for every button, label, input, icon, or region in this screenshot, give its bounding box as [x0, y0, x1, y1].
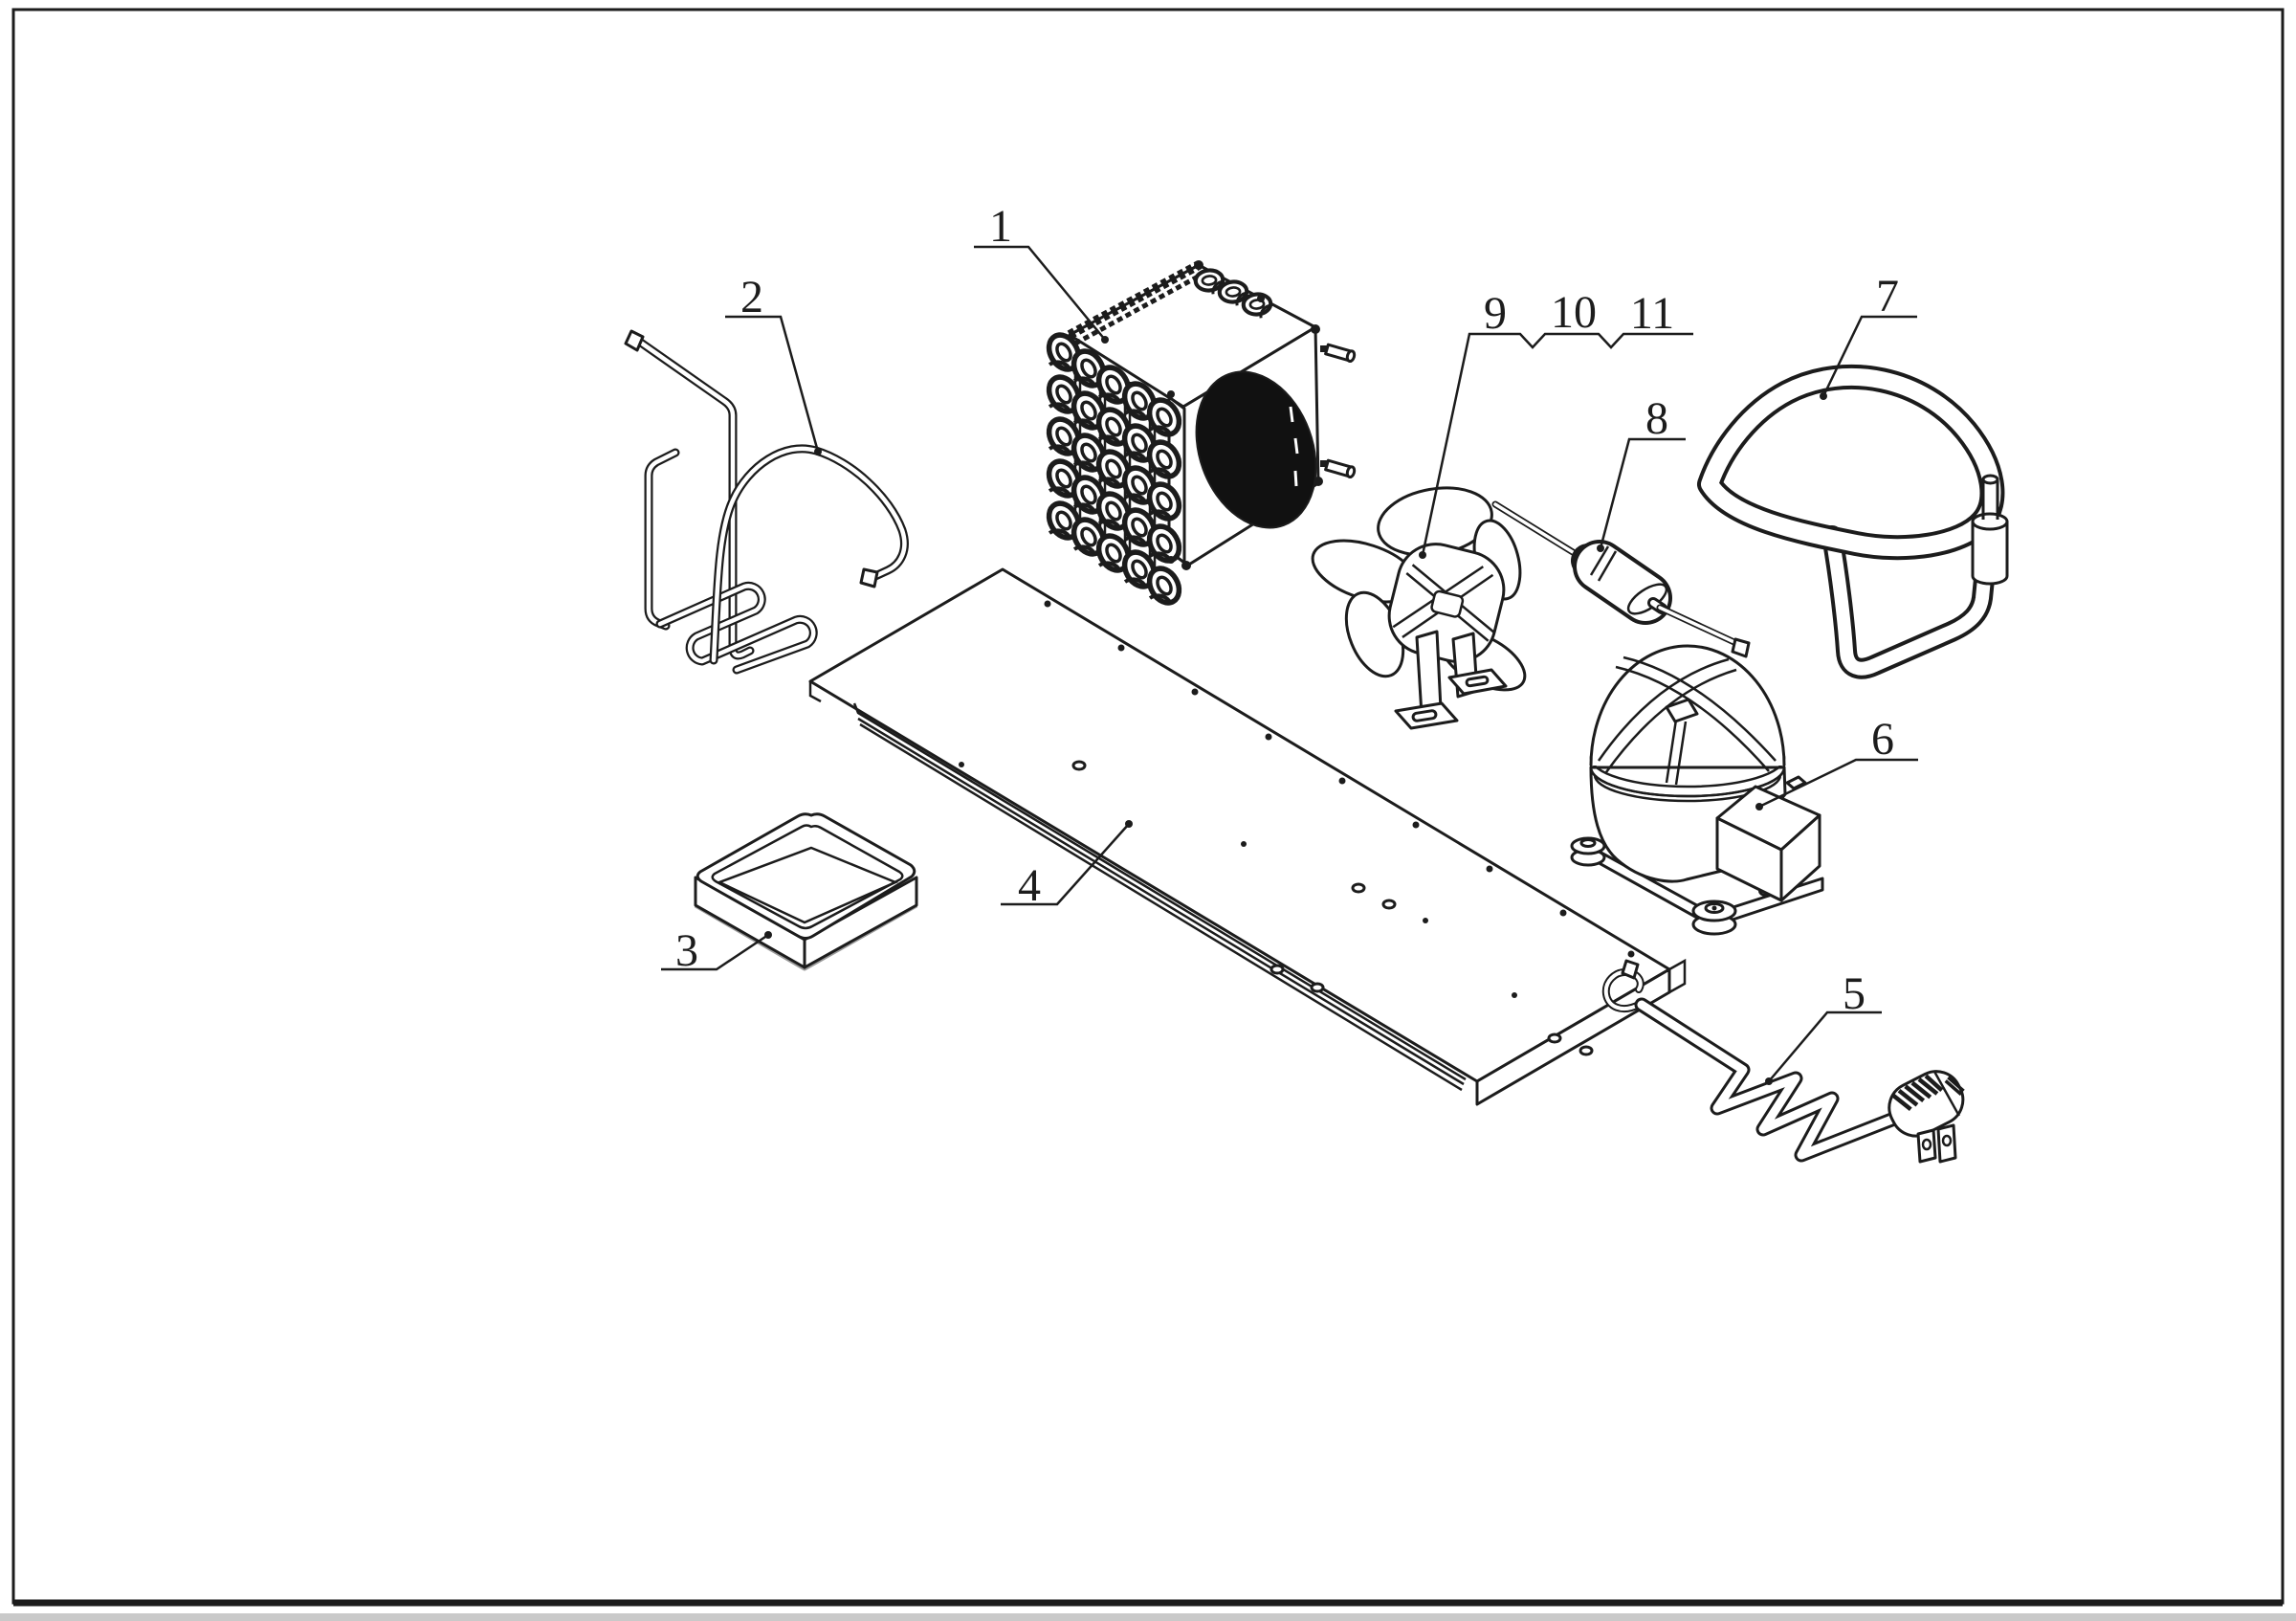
plug-face-detail [1944, 1076, 1965, 1097]
callout-label-5: 5 [1843, 968, 1866, 1019]
terminal-stub [1785, 775, 1807, 790]
callout-label-10: 10 [1551, 287, 1597, 338]
tray-rim [695, 812, 916, 940]
callout-label-1: 1 [989, 201, 1012, 252]
callout-5: 5 [1765, 968, 1882, 1085]
callout-8: 8 [1597, 393, 1686, 552]
tube-end-cap [1731, 637, 1751, 658]
callout-label-11: 11 [1630, 288, 1674, 339]
plate-small-dots [959, 762, 1517, 998]
callout-1: 1 [974, 201, 1109, 344]
callouts: 1 2 3 4 5 6 7 8 [661, 201, 1918, 1085]
fan-opening [1195, 370, 1317, 529]
tube-end-cap [624, 329, 645, 352]
part-4-base-plate [808, 567, 1687, 1106]
fan-motor [1387, 543, 1506, 663]
fin-serration [1073, 272, 1203, 346]
callout-label-9: 9 [1484, 288, 1507, 339]
fan-mounting-bracket [1394, 630, 1508, 730]
part-3-drip-tray [694, 812, 918, 971]
callout-4: 4 [1001, 820, 1133, 911]
mounting-pin [1324, 458, 1357, 479]
power-plug [1888, 1070, 1965, 1164]
callout-label-3: 3 [675, 925, 698, 976]
compressor-foot-grommet [1691, 899, 1737, 936]
plug-prong [1916, 1128, 1937, 1164]
callout-label-2: 2 [740, 272, 763, 322]
callout-7: 7 [1820, 271, 1917, 400]
fan-opening-slits [1289, 406, 1299, 487]
bottom-strip [0, 1613, 2296, 1621]
callout-9-10-11: 9 10 11 [1419, 287, 1693, 559]
compressor-junction-box [1715, 775, 1821, 902]
callout-label-8: 8 [1645, 393, 1668, 444]
part-9-10-11-fan-assembly [1311, 486, 1527, 730]
plate-face-holes [1071, 760, 1594, 1056]
compressor-foot-grommet [1570, 836, 1606, 867]
tray-right-wall [803, 876, 918, 969]
part-2-bent-tube [624, 329, 909, 675]
plug-prong [1936, 1123, 1957, 1164]
callout-label-6: 6 [1871, 714, 1894, 765]
tube-end-cap [859, 567, 879, 588]
callout-label-4: 4 [1018, 860, 1041, 911]
callout-2: 2 [725, 272, 822, 455]
tube-sleeve-fitting [1971, 474, 2009, 586]
part-7-tube-loop [1697, 364, 2009, 679]
part-1-condenser-unit [1043, 259, 1357, 609]
callout-3: 3 [661, 925, 772, 976]
part-5-power-cord [1601, 959, 1965, 1164]
callout-6: 6 [1755, 714, 1918, 810]
part-6-compressor [1570, 644, 1824, 936]
mounting-pin [1324, 343, 1357, 364]
callout-label-7: 7 [1876, 271, 1899, 322]
plug-grip-ribs [1890, 1074, 1944, 1112]
dome-straps [1597, 655, 1777, 786]
part-8-filter-drier [1491, 500, 1751, 658]
corner-caps [1167, 260, 1327, 570]
plate-edge-holes [1044, 600, 1635, 958]
